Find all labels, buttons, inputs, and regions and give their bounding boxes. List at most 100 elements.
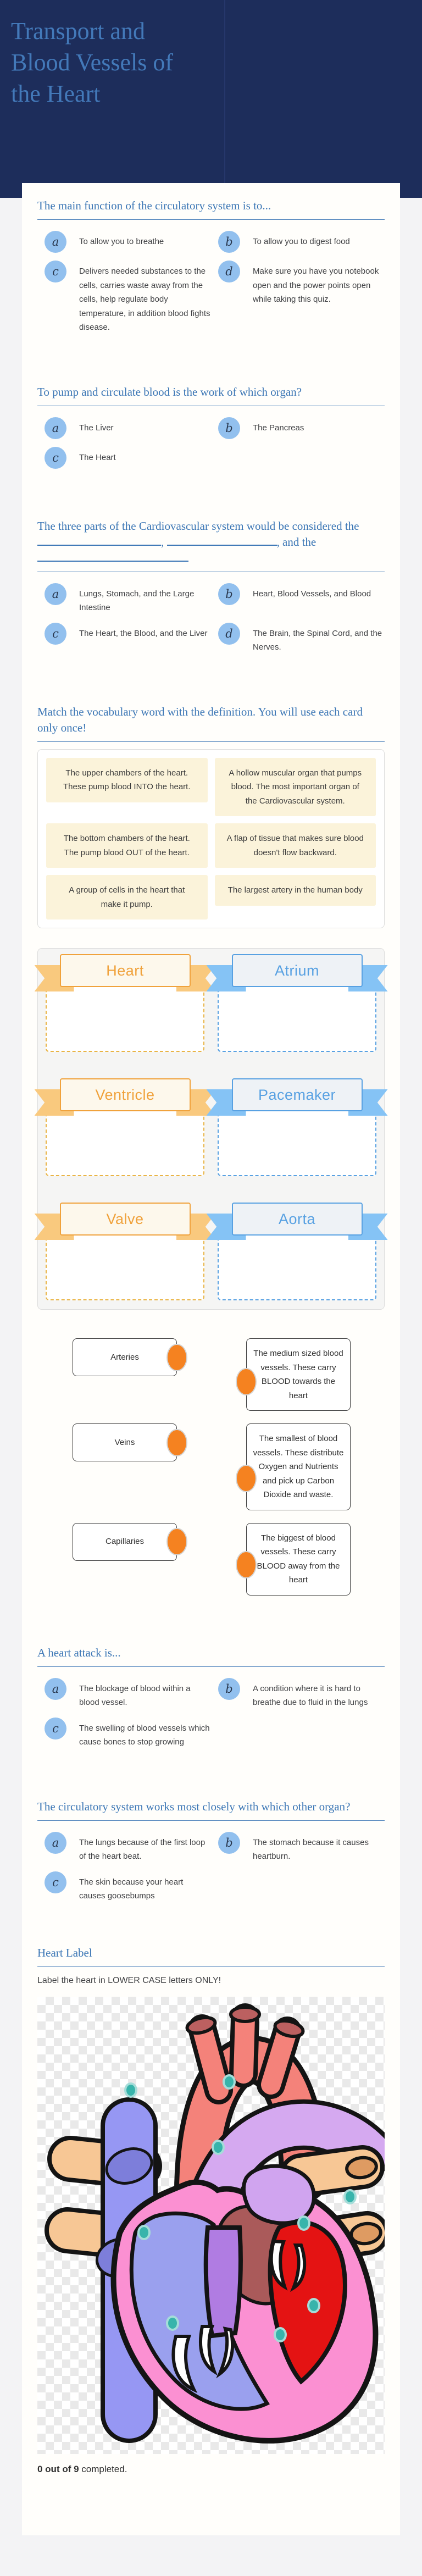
connector-dot[interactable]: [236, 1368, 257, 1395]
heart-label-point[interactable]: [297, 2215, 310, 2231]
question-organ-system: The circulatory system works most closel…: [37, 1799, 385, 1903]
option-letter-badge[interactable]: a: [45, 417, 66, 439]
label-instruction: Label the heart in LOWER CASE letters ON…: [37, 1975, 221, 1985]
option-a[interactable]: a The blockage of blood within a blood v…: [45, 1677, 218, 1710]
term-label: Capillaries: [105, 1537, 145, 1547]
option-letter-badge[interactable]: c: [45, 261, 66, 282]
title-underline: [37, 219, 385, 220]
option-c[interactable]: c The skin because your heart causes goo…: [45, 1871, 218, 1903]
heart-label-point[interactable]: [307, 2297, 320, 2313]
option-text: The stomach because it causes heartburn.: [253, 1837, 369, 1862]
option-text: The swelling of blood vessels which caus…: [79, 1723, 210, 1747]
option-c[interactable]: c The Heart: [45, 446, 218, 469]
term-box-capillaries: Capillaries: [73, 1522, 187, 1561]
option-d[interactable]: d The Brain, the Spinal Cord, and the Ne…: [218, 622, 392, 655]
title-underline: [37, 1666, 385, 1667]
connector-dot[interactable]: [166, 1343, 187, 1371]
connector-dot[interactable]: [166, 1528, 187, 1555]
option-a[interactable]: a Lungs, Stomach, and the Large Intestin…: [45, 583, 218, 615]
heart-diagram: [45, 2003, 385, 2444]
option-letter-badge[interactable]: c: [45, 446, 66, 469]
definition-box: The biggest of blood vessels. These carr…: [236, 1522, 351, 1596]
definition-box: The medium sized blood vessels. These ca…: [236, 1338, 351, 1411]
option-letter-badge[interactable]: d: [218, 261, 240, 282]
connector-dot[interactable]: [236, 1465, 257, 1492]
option-b[interactable]: b A condition where it is hard to breath…: [218, 1677, 392, 1710]
option-c[interactable]: c The Heart, the Blood, and the Liver: [45, 622, 218, 655]
vocab-card[interactable]: The largest artery in the human body: [214, 875, 376, 906]
banner-ribbon: Heart: [34, 954, 216, 991]
heart-label-point[interactable]: [274, 2326, 287, 2342]
heart-label-point[interactable]: [166, 2315, 179, 2331]
option-letter-badge[interactable]: c: [45, 1871, 66, 1893]
option-text: Make sure you have you notebook open and…: [253, 267, 379, 304]
question-heart-label: Heart Label Label the heart in LOWER CAS…: [37, 1945, 385, 2475]
option-letter-badge[interactable]: a: [45, 231, 66, 253]
option-letter-badge[interactable]: a: [45, 583, 66, 605]
option-letter-badge[interactable]: b: [218, 1831, 240, 1854]
banner-label: Heart: [59, 954, 191, 987]
option-text: The Liver: [79, 423, 114, 433]
fill-in-blank[interactable]: [37, 538, 161, 546]
option-c[interactable]: c Delivers needed substances to the cell…: [45, 261, 218, 335]
option-a[interactable]: a To allow you to breathe: [45, 231, 218, 253]
banner-label: Pacemaker: [231, 1078, 363, 1111]
fill-in-blank[interactable]: [166, 538, 277, 546]
question-main-function: The main function of the circulatory sys…: [37, 198, 385, 335]
vocab-card[interactable]: A flap of tissue that makes sure blood d…: [214, 823, 376, 868]
option-letter-badge[interactable]: a: [45, 1831, 66, 1854]
option-letter-badge[interactable]: b: [218, 583, 240, 605]
title-underline: [37, 1966, 385, 1967]
vocab-card[interactable]: A hollow muscular organ that pumps blood…: [214, 757, 376, 816]
vocab-card-tray: The upper chambers of the heart. These p…: [37, 749, 385, 928]
banner-group-aorta: Aorta: [206, 1203, 388, 1300]
option-a[interactable]: a The lungs because of the first loop of…: [45, 1831, 218, 1864]
question-title: To pump and circulate blood is the work …: [37, 385, 302, 398]
term-box-arteries: Arteries: [73, 1338, 187, 1376]
option-text: To allow you to digest food: [253, 237, 350, 246]
option-b[interactable]: b The Pancreas: [218, 417, 392, 439]
heart-label-point[interactable]: [223, 2074, 236, 2090]
connect-row: Veins The smallest of blood vessels. The…: [37, 1423, 385, 1510]
option-letter-badge[interactable]: a: [45, 1677, 66, 1700]
progress-count: 0 out of 9: [37, 2463, 79, 2474]
heart-label-point[interactable]: [343, 2189, 357, 2204]
vocab-card[interactable]: A group of cells in the heart that make …: [46, 875, 208, 919]
option-b[interactable]: b Heart, Blood Vessels, and Blood: [218, 583, 392, 615]
option-letter-badge[interactable]: c: [45, 622, 66, 645]
banner-group-valve: Valve: [34, 1203, 216, 1300]
banner-group-pacemaker: Pacemaker: [206, 1078, 388, 1176]
option-b[interactable]: b To allow you to digest food: [218, 231, 392, 253]
banner-label: Valve: [59, 1203, 191, 1236]
banner-ribbon: Atrium: [206, 954, 388, 991]
option-d[interactable]: d Make sure you have you notebook open a…: [218, 261, 392, 335]
option-letter-badge[interactable]: b: [218, 231, 240, 253]
question-title: A heart attack is...: [37, 1646, 121, 1659]
option-a[interactable]: a The Liver: [45, 417, 218, 439]
option-b[interactable]: b The stomach because it causes heartbur…: [218, 1831, 392, 1864]
heart-label-point[interactable]: [212, 2139, 225, 2155]
option-letter-badge[interactable]: c: [45, 1717, 66, 1740]
option-text: Heart, Blood Vessels, and Blood: [253, 589, 371, 599]
term-box-veins: Veins: [73, 1423, 187, 1461]
vocab-card[interactable]: The upper chambers of the heart. These p…: [46, 757, 208, 802]
option-letter-badge[interactable]: b: [218, 1677, 240, 1700]
progress-label: completed.: [79, 2463, 127, 2474]
banner-group-ventricle: Ventricle: [34, 1078, 216, 1176]
heart-label-point[interactable]: [137, 2224, 151, 2240]
option-c[interactable]: c The swelling of blood vessels which ca…: [45, 1717, 218, 1749]
heart-image-area: [37, 1996, 385, 2454]
banner-ribbon: Ventricle: [34, 1078, 216, 1116]
connector-dot[interactable]: [166, 1428, 187, 1456]
connector-dot[interactable]: [236, 1550, 257, 1578]
title-underline: [37, 741, 385, 742]
option-text: The Brain, the Spinal Cord, and the Nerv…: [253, 628, 382, 652]
heart-label-point[interactable]: [124, 2082, 137, 2098]
option-letter-badge[interactable]: b: [218, 417, 240, 439]
question-title: The circulatory system works most closel…: [37, 1799, 351, 1813]
option-letter-badge[interactable]: d: [218, 622, 240, 645]
term-label: Veins: [114, 1437, 135, 1447]
vocab-card[interactable]: The bottom chambers of the heart. The pu…: [46, 823, 208, 868]
fill-in-blank[interactable]: [37, 554, 188, 562]
banner-dropzone-grid: Heart Atrium Ventricle: [34, 948, 388, 1310]
